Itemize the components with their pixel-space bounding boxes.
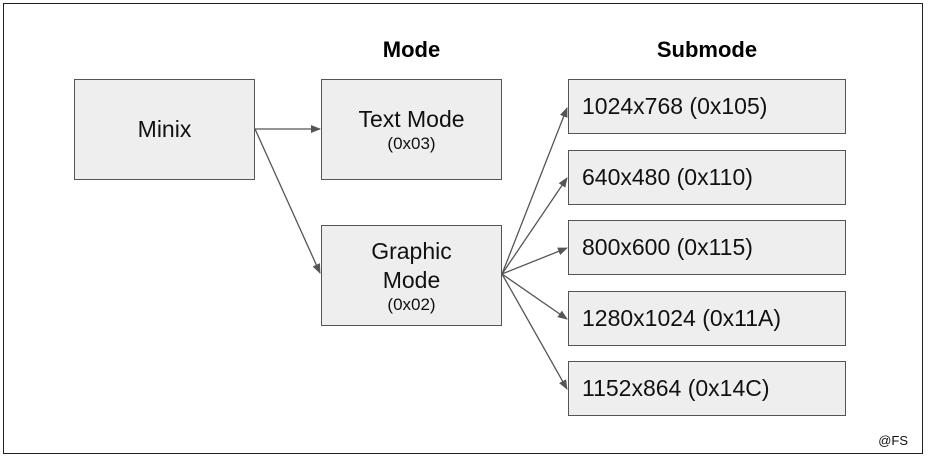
submode-heading: Submode [656,37,758,62]
minix-label: Minix [137,116,192,142]
submode-box-3: 800x600 (0x115) [568,220,846,275]
text-mode-box: Text Mode (0x03) [321,79,502,180]
mode-heading: Mode [382,37,441,62]
submode-label-5: 1152x864 (0x14C) [582,375,770,401]
text-mode-code: (0x03) [387,134,436,153]
text-mode-label: Text Mode [358,106,465,132]
arrow-graphic-to-submode-2 [501,177,568,275]
graphic-mode-label-line2: Mode [382,266,441,293]
arrow-graphic-to-submode-1 [501,107,568,275]
submode-label-1: 1024x768 (0x105) [582,93,768,119]
graphic-mode-code: (0x02) [387,294,436,314]
arrow-graphic-to-submode-3 [501,247,568,275]
submode-box-4: 1280x1024 (0x11A) [568,291,846,346]
graphic-mode-box: Graphic Mode (0x02) [321,225,502,326]
submode-label-4: 1280x1024 (0x11A) [582,305,782,331]
diagram-frame [3,3,923,454]
graphic-mode-label-line1: Graphic [371,237,452,264]
arrow-minix-to-graphic-mode [254,128,321,274]
submode-label-2: 640x480 (0x110) [582,164,753,190]
minix-box: Minix [74,79,255,180]
arrow-graphic-to-submode-4 [501,273,568,320]
submode-label-3: 800x600 (0x115) [582,234,753,260]
credit-text: @FS [878,433,908,448]
submode-box-5: 1152x864 (0x14C) [568,361,846,416]
arrow-graphic-to-submode-5 [501,273,568,390]
submode-box-2: 640x480 (0x110) [568,150,846,205]
submode-box-1: 1024x768 (0x105) [568,79,846,134]
